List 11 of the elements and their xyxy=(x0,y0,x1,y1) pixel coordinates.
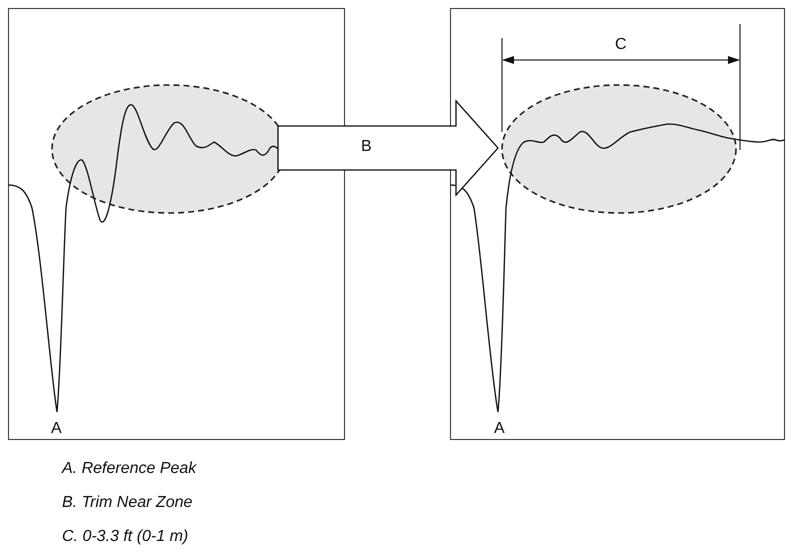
dashed-ellipse xyxy=(501,84,737,214)
edge-label: B xyxy=(361,138,372,156)
callout-letter: A xyxy=(51,420,62,438)
legend-note: C. 0-3.3 ft (0-1 m) xyxy=(62,528,188,546)
callout-letter: C xyxy=(615,36,627,54)
block-arrow xyxy=(277,99,499,197)
legend-note: B. Trim Near Zone xyxy=(62,494,192,512)
legend-note: A. Reference Peak xyxy=(62,460,196,478)
panel-frame xyxy=(450,8,785,440)
panel-frame xyxy=(8,8,345,440)
callout-letter: A xyxy=(494,420,505,438)
